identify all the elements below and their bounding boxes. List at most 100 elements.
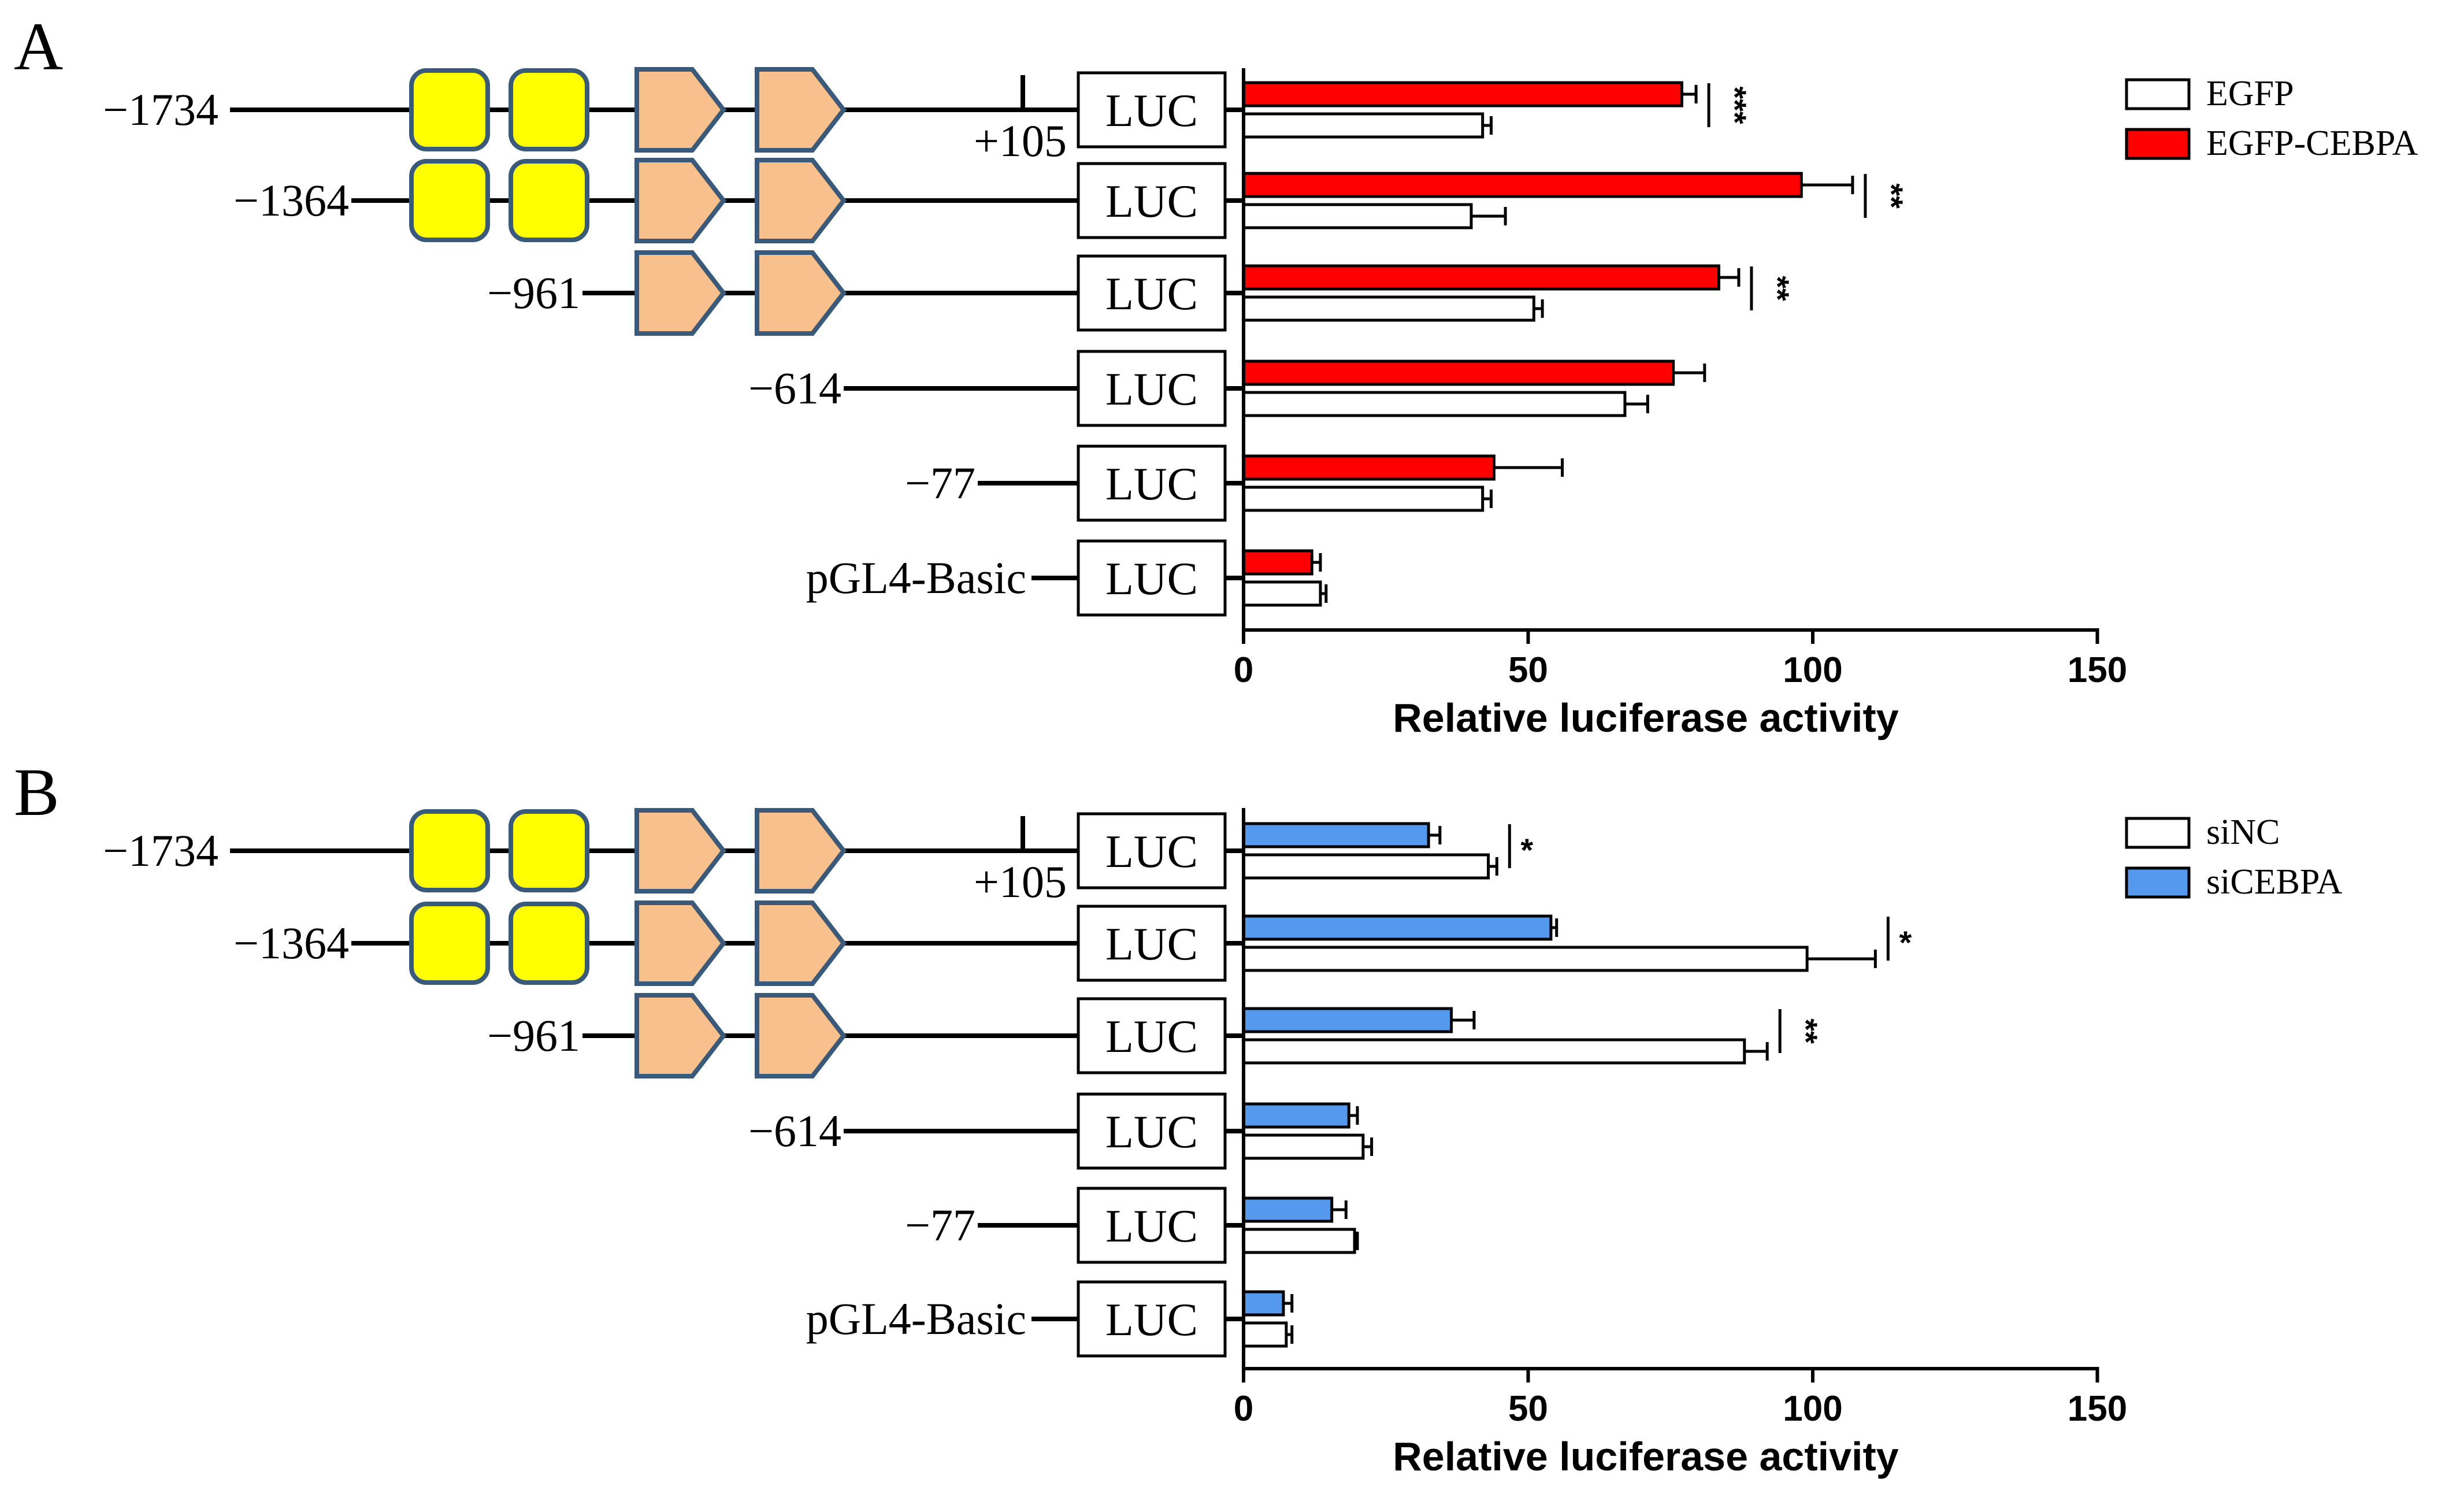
significance-stars: * <box>1520 832 1533 868</box>
bar <box>1242 946 1809 972</box>
bar-group <box>1242 203 1507 229</box>
construct-label: −614 <box>748 363 841 413</box>
bar-group <box>1242 946 1877 972</box>
legend-label: siCEBPA <box>2206 862 2343 902</box>
construct-label: −77 <box>905 458 975 508</box>
construct-label: pGL4-Basic <box>806 553 1026 603</box>
binding-site-square <box>409 809 490 892</box>
luc-label: LUC <box>1105 176 1198 227</box>
luc-label: LUC <box>1105 554 1198 605</box>
construct-label: −614 <box>748 1106 841 1156</box>
bar <box>1242 822 1430 848</box>
bar <box>1242 580 1322 607</box>
legend-item: siNC <box>2125 813 2280 852</box>
panel-letter: B <box>14 754 60 830</box>
binding-site-pentagon <box>634 67 727 153</box>
bar <box>1242 172 1803 198</box>
bar-group <box>1242 549 1322 576</box>
luc-label: LUC <box>1105 459 1198 510</box>
legend-label: EGFP <box>2206 74 2294 113</box>
bar <box>1242 549 1313 576</box>
bar-group <box>1242 1038 1769 1065</box>
bar-group <box>1242 580 1328 607</box>
bar-group <box>1242 295 1544 322</box>
binding-site-square <box>409 902 490 985</box>
binding-site-square <box>509 809 589 892</box>
tss-label: +105 <box>974 857 1067 907</box>
significance-marker: ** <box>1750 266 1796 310</box>
luc-box <box>1077 1092 1227 1170</box>
bar-group <box>1242 1228 1359 1254</box>
bar <box>1242 454 1496 481</box>
binding-site-pentagon <box>755 808 847 894</box>
binding-site-pentagon <box>634 158 727 243</box>
bar <box>1242 1133 1365 1160</box>
bar-group <box>1242 853 1498 880</box>
bar <box>1242 1007 1453 1033</box>
binding-site-square <box>509 159 589 242</box>
significance-marker: *** <box>1707 83 1753 127</box>
luc-label: LUC <box>1105 364 1198 415</box>
bar <box>1242 203 1473 229</box>
bar <box>1242 1196 1334 1223</box>
x-tick-label: 100 <box>1783 650 1842 690</box>
binding-site-pentagon <box>634 900 727 986</box>
bar-group <box>1242 454 1564 481</box>
bar <box>1242 1228 1356 1254</box>
significance-stars: *** <box>1717 86 1753 124</box>
luc-label: LUC <box>1105 1011 1198 1062</box>
legend-swatch <box>2125 866 2191 899</box>
legend-item: siCEBPA <box>2125 862 2343 902</box>
construct-label: −1734 <box>103 84 218 135</box>
bar <box>1242 1321 1288 1348</box>
construct-row: −77 LUC <box>905 444 1244 522</box>
panel-letter: A <box>14 9 63 84</box>
luc-label: LUC <box>1105 919 1198 970</box>
bar-group <box>1242 1321 1294 1348</box>
luc-label: LUC <box>1105 1201 1198 1252</box>
significance-marker: ** <box>1864 174 1910 218</box>
x-tick-label: 50 <box>1508 650 1548 690</box>
legend-label: siNC <box>2206 813 2280 852</box>
legend-label: EGFP-CEBPA <box>2206 124 2418 163</box>
x-tick-label: 0 <box>1234 650 1253 690</box>
construct-row: −961 LUC <box>487 993 1244 1079</box>
binding-site-pentagon <box>755 993 847 1079</box>
bar-group <box>1242 1007 1476 1033</box>
bar-group <box>1242 1290 1294 1317</box>
construct-label: −1364 <box>233 175 349 225</box>
construct-label: pGL4-Basic <box>806 1294 1026 1344</box>
luc-label: LUC <box>1105 1295 1198 1346</box>
legend-swatch <box>2125 78 2191 110</box>
bar-group <box>1242 485 1493 512</box>
bar <box>1242 853 1490 880</box>
binding-site-pentagon <box>755 900 847 986</box>
luc-label: LUC <box>1105 86 1198 136</box>
bar <box>1242 1038 1746 1065</box>
legend-item: EGFP-CEBPA <box>2125 124 2418 163</box>
construct-label: −961 <box>487 1010 580 1061</box>
bar-group <box>1242 1102 1359 1129</box>
luc-box <box>1077 444 1227 522</box>
bar-group <box>1242 1196 1348 1223</box>
binding-site-pentagon <box>755 250 847 336</box>
luc-label: LUC <box>1105 269 1198 320</box>
bar-group <box>1242 360 1706 386</box>
x-tick-label: 0 <box>1234 1389 1253 1429</box>
bar <box>1242 1102 1350 1129</box>
x-axis-label: Relative luciferase activity <box>1393 695 1899 740</box>
legend-item: EGFP <box>2125 74 2294 113</box>
bar-group <box>1242 81 1698 108</box>
bar-group <box>1242 1133 1374 1160</box>
luc-box <box>1077 997 1227 1074</box>
binding-site-pentagon <box>634 250 727 336</box>
binding-site-pentagon <box>634 808 727 894</box>
binding-site-square <box>509 68 589 151</box>
binding-site-pentagon <box>755 67 847 153</box>
